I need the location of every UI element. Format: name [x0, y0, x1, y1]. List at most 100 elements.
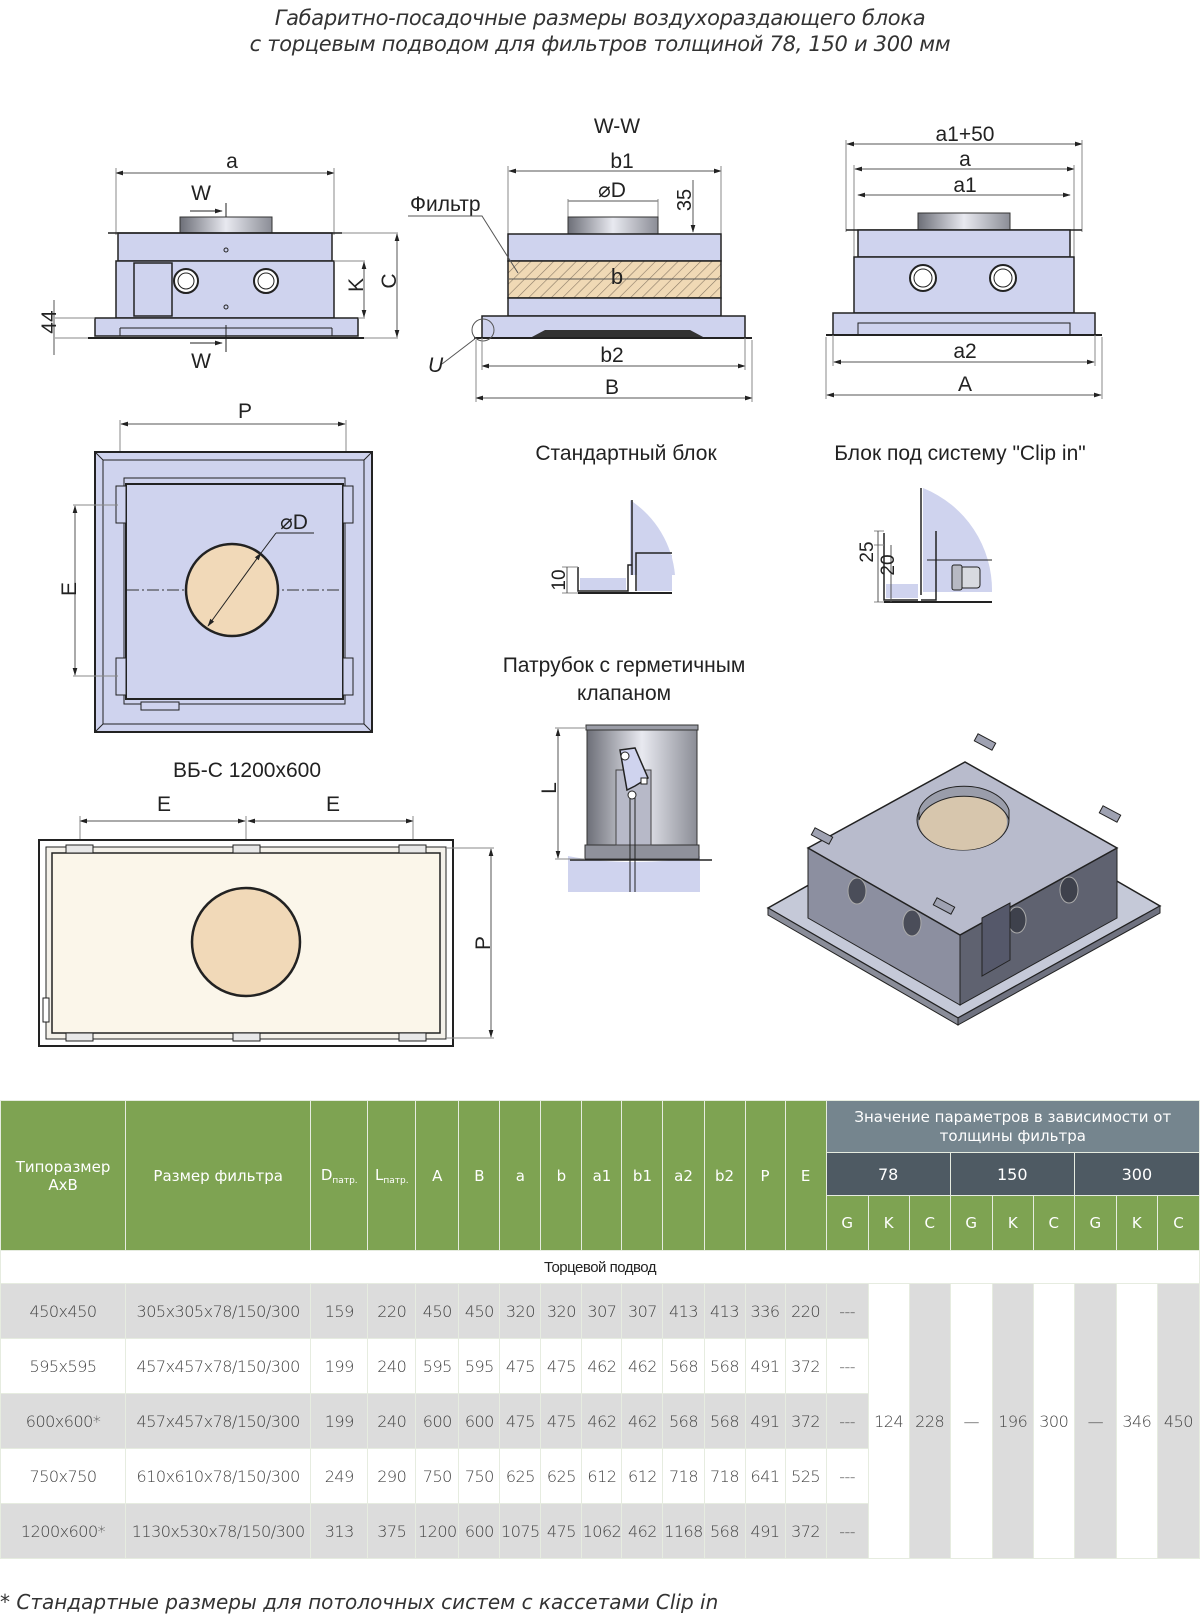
standard-block-caption: Стандартный блок: [535, 442, 717, 465]
dim-c-label: C: [378, 273, 401, 288]
cell-P: 491: [744, 1503, 786, 1559]
cell-b1: 462: [621, 1393, 664, 1449]
cell-l-nozzle: 220: [367, 1283, 417, 1339]
cell-a: 1075: [499, 1503, 542, 1559]
valve-caption-line-1: Патрубок с герметичным: [503, 654, 746, 677]
cell-a1: 307: [581, 1283, 623, 1339]
cell-P: 641: [744, 1448, 786, 1504]
cell-P: 491: [744, 1393, 786, 1449]
detail-u-label: U: [428, 354, 444, 377]
header-a2: a2: [662, 1100, 705, 1251]
filter-label: Фильтр: [410, 193, 481, 216]
clip-in-block-detail: 25 20: [857, 488, 993, 603]
header-filter-size: Размер фильтра: [125, 1100, 312, 1251]
cell-b: 475: [540, 1338, 583, 1394]
cell-a1: 612: [581, 1448, 623, 1504]
cell-A: 750: [415, 1448, 460, 1504]
header-thickness-group: Значение параметров в зависимости от тол…: [825, 1100, 1200, 1153]
dim-25-label: 25: [857, 541, 878, 562]
cell-type: 1200x600*: [0, 1503, 127, 1559]
dim-a-side-label: a: [959, 148, 971, 171]
cell-B: 450: [458, 1283, 501, 1339]
cell-d-nozzle: 199: [310, 1393, 369, 1449]
cell-E: 372: [784, 1503, 827, 1559]
cell-b2: 718: [703, 1448, 746, 1504]
cell-d-nozzle: 199: [310, 1338, 369, 1394]
cell-filter-size: 457x457x78/150/300: [125, 1338, 312, 1394]
dim-44-label: 44: [38, 310, 61, 334]
header-l-nozzle: Lпатр.: [367, 1100, 417, 1251]
cell-a2: 718: [662, 1448, 705, 1504]
section-view: W-W b1 ⌀D 35 b Фильтр U b2 B: [408, 115, 753, 402]
cell-g-78: ---: [825, 1338, 869, 1394]
header-thickness-78: 78: [825, 1152, 951, 1196]
dim-b2-label: b2: [600, 344, 623, 367]
vbs-1200x600-view: ВБ-С 1200x600 E E P: [38, 759, 495, 1047]
cell-P: 336: [744, 1283, 786, 1339]
header-E: E: [784, 1100, 827, 1251]
cell-b1: 307: [621, 1283, 664, 1339]
cell-d-nozzle: 159: [310, 1283, 369, 1339]
header-g-150: G: [949, 1195, 993, 1251]
footnote: * Стандартные размеры для потолочных сис…: [0, 1590, 719, 1614]
dim-a1-label: a1: [953, 174, 976, 197]
cell-b2: 568: [703, 1393, 746, 1449]
cell-d-nozzle: 313: [310, 1503, 369, 1559]
top-view: P ⌀D E: [58, 400, 373, 733]
section-w-top-label: W: [191, 182, 211, 205]
cell-d-nozzle: 249: [310, 1448, 369, 1504]
cell-a2: 568: [662, 1338, 705, 1394]
cell-b1: 462: [621, 1338, 664, 1394]
cell-b2: 568: [703, 1503, 746, 1559]
cell-l-nozzle: 240: [367, 1338, 417, 1394]
cell-g-78: ---: [825, 1503, 869, 1559]
header-P: P: [744, 1100, 786, 1251]
header-b: b: [540, 1100, 583, 1251]
cell-filter-size: 305x305x78/150/300: [125, 1283, 312, 1339]
page-title-line-2: с торцевым подводом для фильтров толщино…: [249, 32, 951, 56]
header-c-300: C: [1156, 1195, 1200, 1251]
section-end-feed: Торцевой подвод: [0, 1250, 1200, 1284]
dim-e-top-label: E: [58, 582, 81, 596]
dim-A-label: A: [958, 373, 972, 396]
cell-l-nozzle: 240: [367, 1393, 417, 1449]
dim-b1-label: b1: [610, 150, 633, 173]
cell-E: 372: [784, 1393, 827, 1449]
cell-a: 475: [499, 1338, 542, 1394]
cell-merged-c300: 450: [1156, 1283, 1200, 1559]
vbs-title: ВБ-С 1200x600: [173, 759, 321, 782]
front-view: a W W 44 K C: [38, 150, 401, 373]
cell-b1: 612: [621, 1448, 664, 1504]
cell-merged-k300: 346: [1115, 1283, 1158, 1559]
cell-merged-c78: 228: [908, 1283, 951, 1559]
dim-p-vbs-label: P: [472, 936, 495, 950]
side-view: a1+50 a a1 a2 A: [825, 123, 1103, 399]
dim-l-label: L: [538, 782, 561, 794]
header-thickness-150: 150: [949, 1152, 1075, 1196]
cell-a: 320: [499, 1283, 542, 1339]
cell-l-nozzle: 290: [367, 1448, 417, 1504]
header-type: Типоразмер АхВ: [0, 1100, 127, 1251]
header-c-78: C: [908, 1195, 951, 1251]
cell-type: 450x450: [0, 1283, 127, 1339]
cell-E: 372: [784, 1338, 827, 1394]
header-k-150: K: [991, 1195, 1034, 1251]
header-b2: b2: [703, 1100, 746, 1251]
cell-merged-g150: —: [949, 1283, 993, 1559]
cell-a: 625: [499, 1448, 542, 1504]
cell-a2: 1168: [662, 1503, 705, 1559]
header-B: B: [458, 1100, 501, 1251]
header-d-nozzle: Dпатр.: [310, 1100, 369, 1251]
dim-10-label: 10: [549, 569, 570, 590]
dim-35-label: 35: [674, 189, 696, 211]
cell-merged-c150: 300: [1032, 1283, 1075, 1559]
header-k-300: K: [1115, 1195, 1158, 1251]
header-A: A: [415, 1100, 460, 1251]
cell-A: 595: [415, 1338, 460, 1394]
cell-b2: 413: [703, 1283, 746, 1339]
dim-a2-label: a2: [953, 340, 976, 363]
cell-merged-g300: —: [1073, 1283, 1117, 1559]
cell-B: 750: [458, 1448, 501, 1504]
